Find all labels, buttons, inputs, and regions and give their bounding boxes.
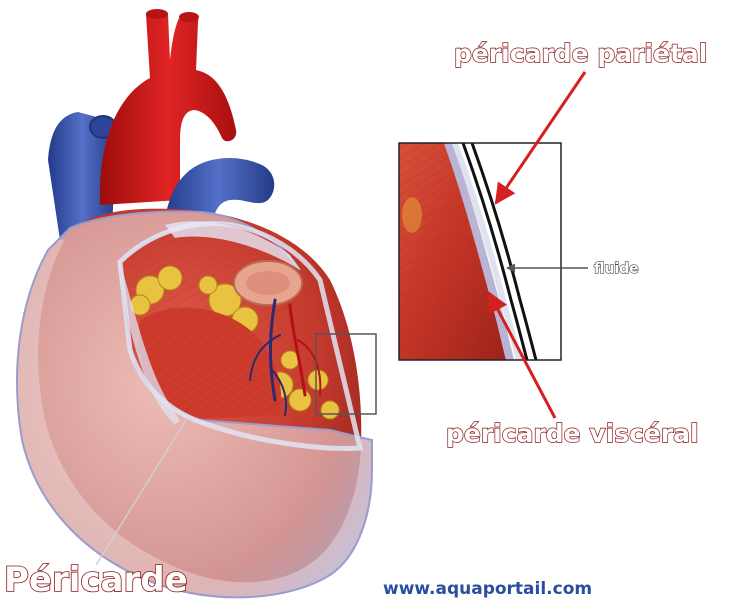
label-fluid: fluide bbox=[594, 261, 639, 277]
label-parietal-pericardium: péricarde pariétal bbox=[454, 39, 707, 68]
label-visceral-pericardium: péricarde viscéral bbox=[446, 419, 699, 448]
inset-detail bbox=[399, 143, 561, 360]
watermark-url: www.aquaportail.com bbox=[383, 579, 592, 599]
heart-illustration bbox=[17, 9, 376, 597]
label-pericardium: Péricarde bbox=[4, 560, 188, 600]
